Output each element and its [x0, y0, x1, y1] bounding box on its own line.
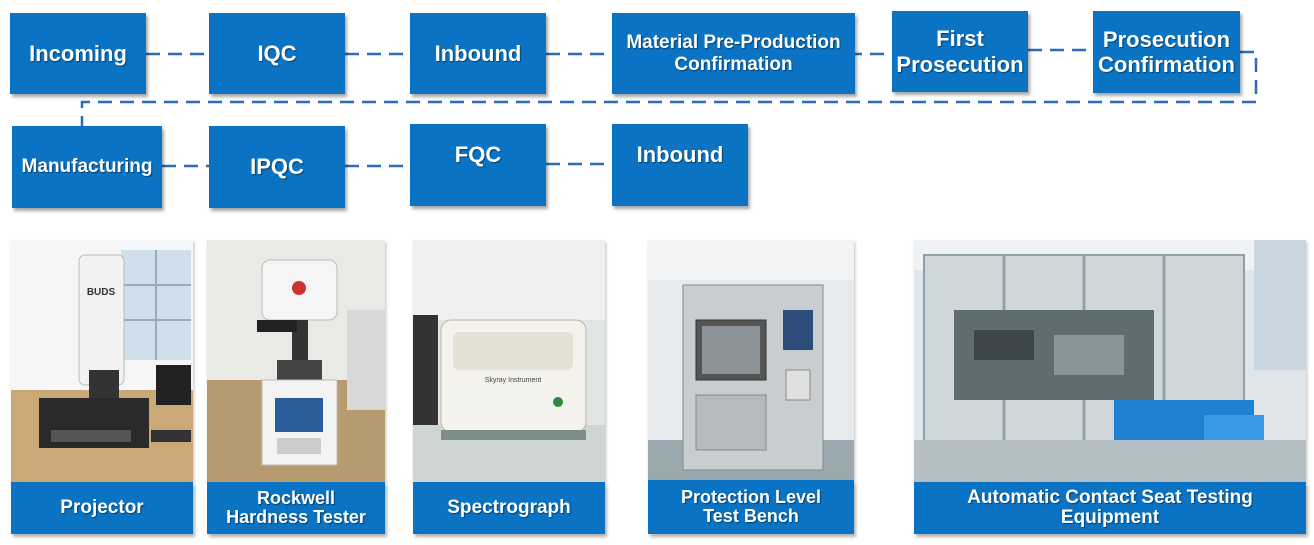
step-incoming: Incoming [10, 13, 146, 94]
step-manufacturing: Manufacturing [12, 126, 162, 208]
caption-label: Protection Level Test Bench [680, 487, 822, 526]
test-bench-photo [648, 240, 854, 480]
machine-label: BUDS [87, 287, 116, 298]
caption-spectrograph: Spectrograph [413, 482, 605, 534]
step-inbound: Inbound [410, 13, 546, 94]
spectrometer-machine-icon: Skyray Instrument [413, 240, 605, 482]
caption-label: Projector [60, 497, 144, 519]
step-first-prosecution: First Prosecution [892, 11, 1028, 92]
step-label: Incoming [29, 40, 127, 66]
step-label: Manufacturing [21, 156, 153, 178]
caption-label: Automatic Contact Seat Testing Equipment [967, 487, 1253, 528]
step-material-pre-production: Material Pre-Production Confirmation [612, 13, 855, 94]
step-ipqc: IPQC [209, 126, 345, 208]
step-label: Inbound [434, 40, 522, 66]
hardness-tester-icon [207, 240, 385, 482]
step-prosecution-confirmation: Prosecution Confirmation [1093, 11, 1240, 93]
step-label: IQC [257, 40, 297, 66]
step-fqc: FQC [410, 124, 546, 206]
hardness-tester-photo [207, 240, 385, 482]
step-inbound-final: Inbound [612, 124, 748, 206]
connector-row-wrap [80, 50, 1258, 126]
automatic-testing-line-icon [914, 240, 1306, 482]
step-label: First Prosecution [896, 26, 1024, 77]
step-label: Inbound [636, 142, 724, 168]
step-label: FQC [454, 142, 502, 168]
step-iqc: IQC [209, 13, 345, 94]
step-label: IPQC [250, 154, 304, 180]
test-chamber-icon [648, 240, 854, 480]
caption-automatic-testing: Automatic Contact Seat Testing Equipment [914, 482, 1306, 534]
projector-photo: BUDS [11, 240, 193, 482]
automatic-testing-photo [914, 240, 1306, 482]
projector-machine-icon: BUDS [11, 240, 193, 482]
spectrograph-photo: Skyray Instrument [413, 240, 605, 482]
step-label: Prosecution Confirmation [1098, 26, 1235, 77]
caption-label: Rockwell Hardness Tester [226, 488, 366, 527]
machine-label: Skyray Instrument [485, 377, 541, 384]
caption-projector: Projector [11, 482, 193, 534]
caption-hardness-tester: Rockwell Hardness Tester [207, 482, 385, 534]
caption-label: Spectrograph [447, 497, 571, 519]
step-label: Material Pre-Production Confirmation [626, 31, 841, 75]
caption-test-bench: Protection Level Test Bench [648, 480, 854, 534]
